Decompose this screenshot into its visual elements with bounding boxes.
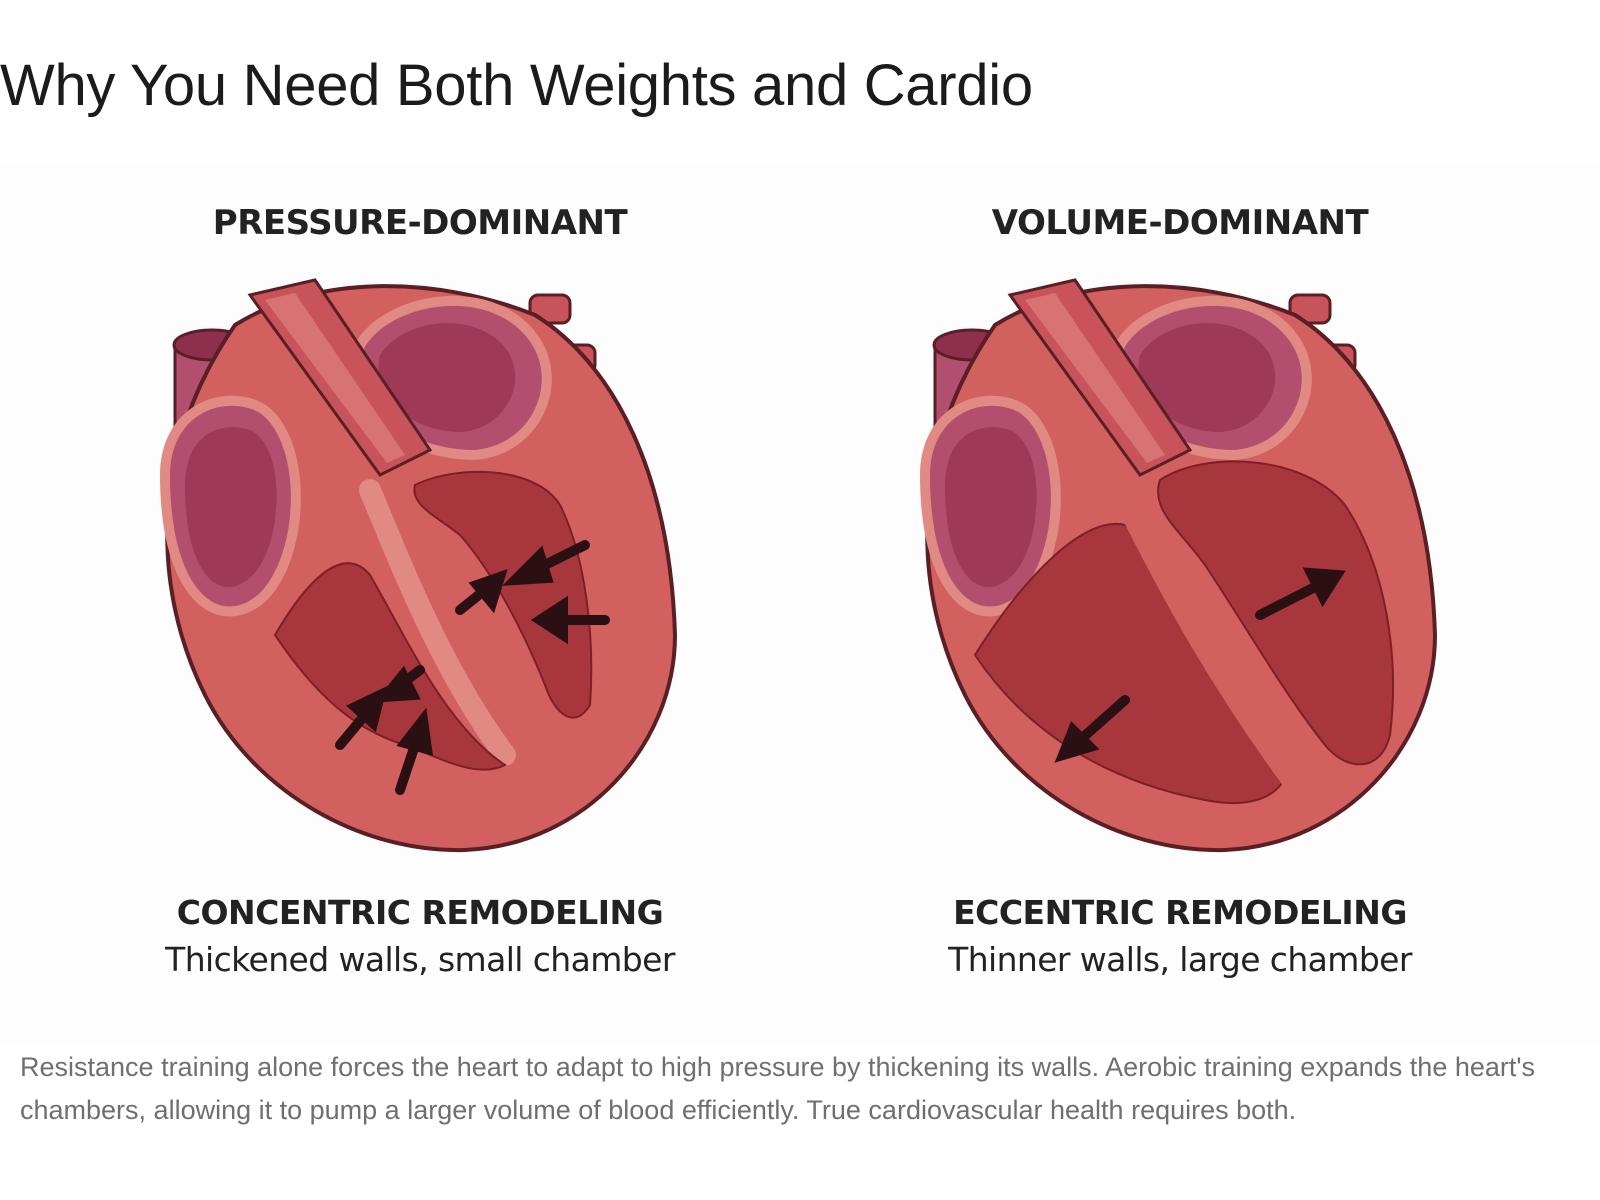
panel-heading-pressure: PRESSURE-DOMINANT (40, 203, 800, 243)
eccentric-heart-illustration (875, 275, 1475, 875)
remodeling-description-concentric: Thickened walls, small chamber (40, 940, 800, 979)
figure-caption: Resistance training alone forces the hea… (20, 1046, 1580, 1132)
remodeling-description-eccentric: Thinner walls, large chamber (800, 940, 1560, 979)
heart-comparison-figure: PRESSURE-DOMINANT (0, 165, 1600, 1045)
remodeling-label-concentric: CONCENTRIC REMODELING (40, 893, 800, 932)
remodeling-label-eccentric: ECCENTRIC REMODELING (800, 893, 1560, 932)
panel-heading-volume: VOLUME-DOMINANT (800, 203, 1560, 243)
volume-dominant-panel: VOLUME-DOMINANT ECCENT (800, 165, 1560, 1045)
page-title: Why You Need Both Weights and Cardio (0, 52, 1033, 119)
concentric-heart-illustration (115, 275, 715, 875)
pressure-dominant-panel: PRESSURE-DOMINANT (40, 165, 800, 1045)
